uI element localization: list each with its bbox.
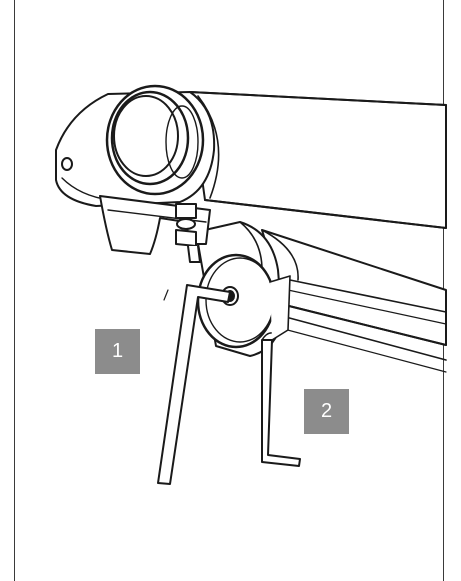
allen-key-1: [157, 284, 231, 485]
callout-2: 2: [304, 389, 349, 434]
callout-2-text: 2: [320, 400, 333, 422]
gear-disc: [196, 253, 276, 349]
roller-tube: [189, 91, 447, 229]
end-cap: [55, 84, 216, 207]
callout-1: 1: [95, 329, 140, 374]
mounting-bracket: [99, 195, 211, 263]
callout-1-text: 1: [111, 340, 124, 362]
allen-key-2: [261, 275, 301, 467]
